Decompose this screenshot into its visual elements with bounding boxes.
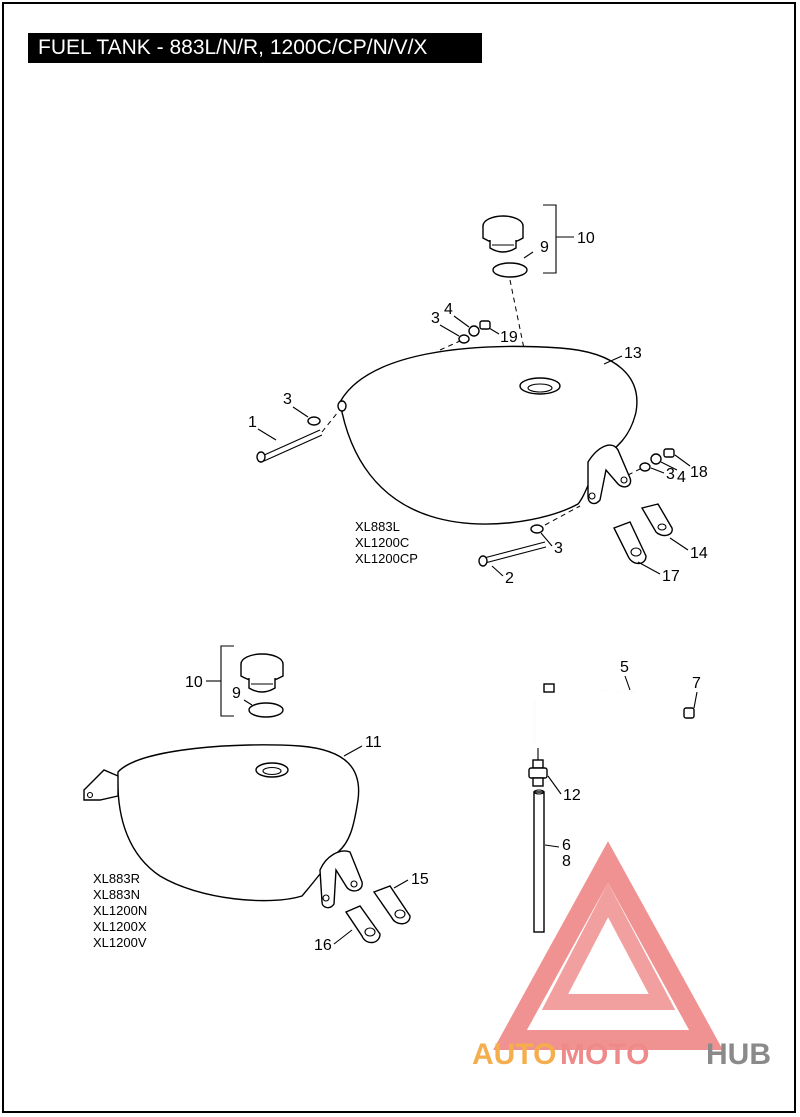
- callout-4-top: 4: [444, 301, 453, 318]
- lower-model-list: XL883R XL883N XL1200N XL1200X XL1200V: [93, 871, 147, 950]
- callout-9-lower: 9: [232, 685, 241, 702]
- bracket-16: [344, 905, 381, 944]
- model-xl1200n: XL1200N: [93, 903, 147, 918]
- o-ring-upper: [492, 262, 528, 278]
- o-ring-lower: [248, 702, 284, 718]
- model-xl1200x: XL1200X: [93, 919, 147, 934]
- upper-model-list: XL883L XL1200C XL1200CP: [355, 519, 418, 566]
- watermark-auto: AUTO: [472, 1038, 556, 1071]
- callout-17: 17: [662, 568, 680, 585]
- callout-14: 14: [690, 545, 708, 562]
- callout-6: 6: [562, 837, 571, 854]
- bracket-14: [640, 503, 673, 537]
- model-xl1200c: XL1200C: [355, 535, 409, 550]
- callout-9-upper: 9: [540, 239, 549, 256]
- callout-10-upper: 10: [577, 230, 595, 247]
- bolt-front: [256, 429, 323, 463]
- rear-mount-lower: [319, 850, 363, 909]
- page-title: FUEL TANK - 883L/N/R, 1200C/CP/N/V/X: [28, 33, 482, 63]
- callout-1: 1: [248, 414, 257, 431]
- callout-11: 11: [365, 734, 382, 751]
- lockwasher-top: [468, 325, 480, 337]
- callout-5: 5: [620, 659, 629, 676]
- lockwasher-right: [650, 453, 662, 465]
- front-mount-lower: [83, 769, 119, 801]
- washer-right: [639, 462, 651, 472]
- callout-3-top: 3: [431, 310, 440, 327]
- callout-4-right: 4: [677, 469, 686, 486]
- callout-13: 13: [624, 345, 642, 362]
- model-xl883r: XL883R: [93, 871, 140, 886]
- callout-3-front: 3: [283, 391, 292, 408]
- fuel-cap-upper: [482, 215, 524, 253]
- vent-valve: [528, 748, 548, 787]
- filler-neck-lower: [255, 762, 289, 778]
- callout-10-lower: 10: [185, 674, 203, 691]
- bracket-15: [372, 885, 411, 925]
- model-xl883n: XL883N: [93, 887, 140, 902]
- vent-tube: [534, 683, 695, 745]
- watermark-hub: HUB: [706, 1038, 771, 1071]
- callout-8: 8: [562, 853, 571, 870]
- callout-12: 12: [563, 787, 581, 804]
- fuel-cap-lower: [240, 653, 284, 693]
- bolt-rear: [478, 541, 547, 567]
- callout-18: 18: [690, 464, 708, 481]
- callout-15: 15: [411, 871, 429, 888]
- model-xl883l: XL883L: [355, 519, 400, 534]
- callout-2: 2: [505, 570, 514, 587]
- washer-rear: [530, 524, 544, 534]
- bracket-17: [613, 521, 647, 565]
- watermark-moto: MOTO: [560, 1038, 649, 1071]
- nut-right: [663, 448, 675, 458]
- callout-3-right: 3: [666, 466, 675, 483]
- callout-16: 16: [314, 937, 332, 954]
- watermark-logo: AUTO MOTO HUB: [472, 841, 771, 1071]
- nut-top: [479, 320, 491, 330]
- rear-mount-bracket: [587, 444, 632, 505]
- callout-19: 19: [500, 329, 518, 346]
- washer-top: [458, 334, 470, 344]
- drain-hose: [533, 789, 545, 933]
- model-xl1200v: XL1200V: [93, 935, 147, 950]
- callout-3-rear: 3: [554, 540, 563, 557]
- model-xl1200cp: XL1200CP: [355, 551, 418, 566]
- callout-7: 7: [692, 675, 701, 692]
- washer-front: [307, 416, 321, 426]
